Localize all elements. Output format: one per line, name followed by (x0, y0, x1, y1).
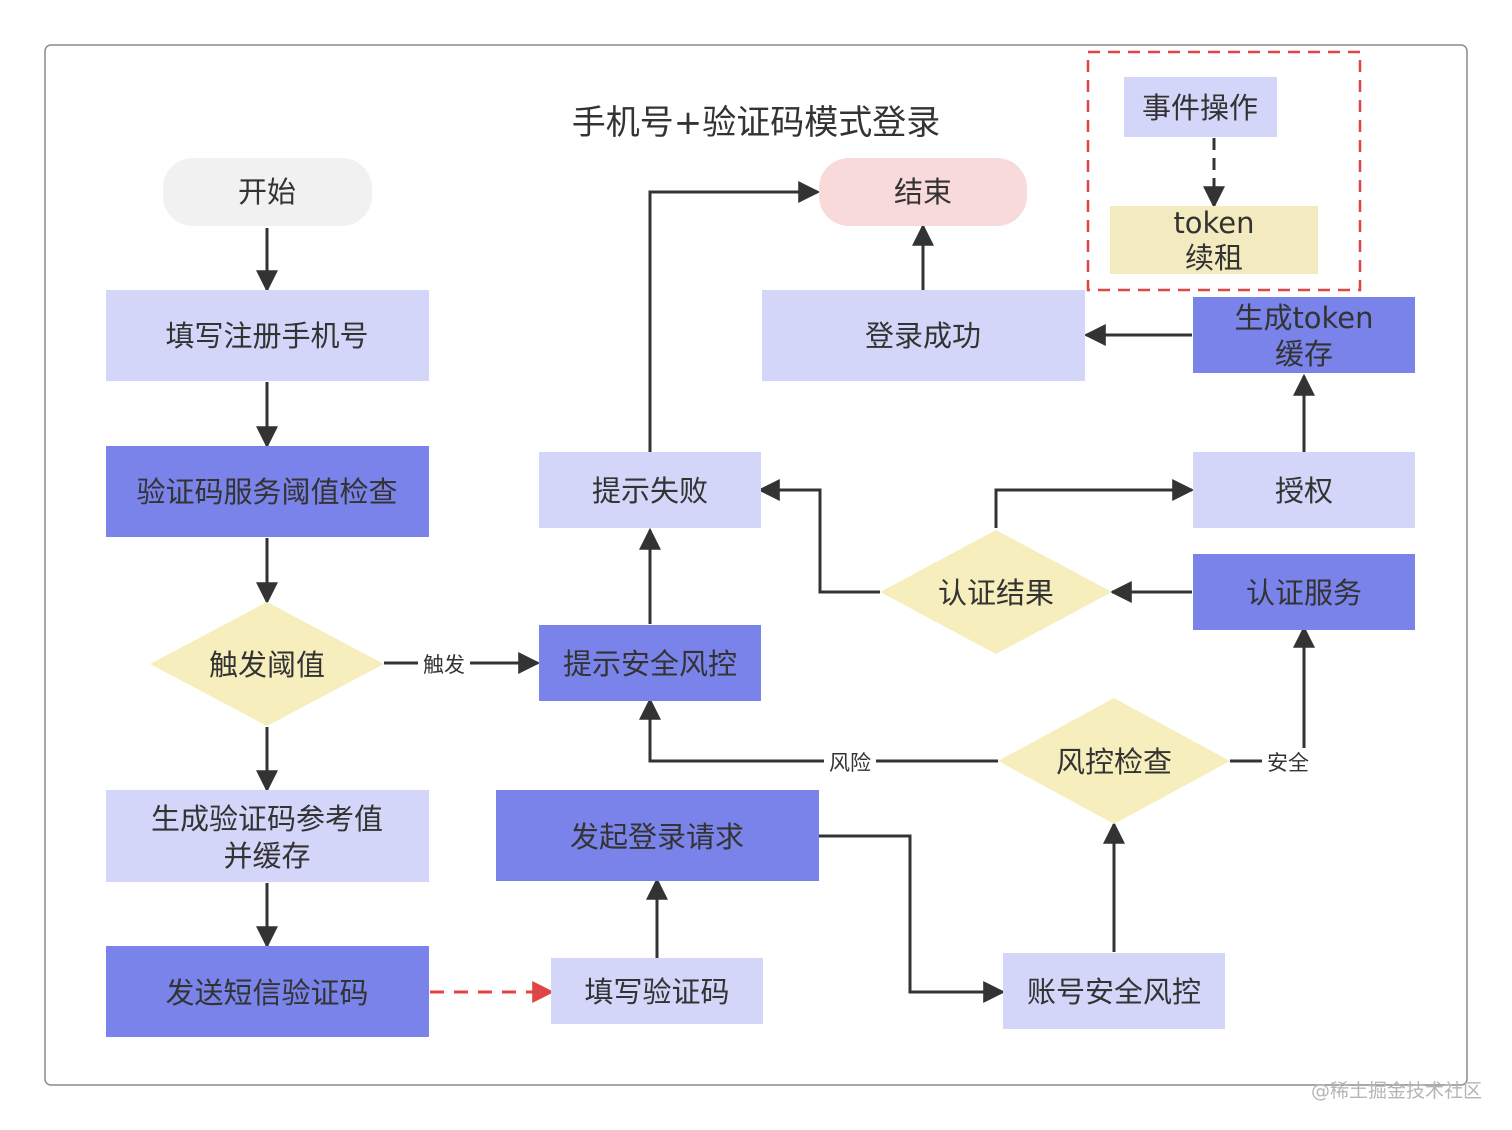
node-authorize-label: 授权 (1275, 474, 1333, 508)
node-sms-threshold-check (106, 446, 429, 537)
node-send-sms (106, 946, 429, 1037)
edge-label-trigger: 触发 (423, 653, 465, 677)
node-end-label: 结束 (894, 175, 952, 209)
node-generate-ref-line2: 并缓存 (223, 839, 310, 873)
node-start (163, 158, 372, 226)
node-start-label: 开始 (238, 175, 296, 209)
node-event-op (1124, 77, 1277, 137)
node-auth-result (880, 530, 1112, 654)
node-end (819, 158, 1027, 226)
node-prompt-fail-label: 提示失败 (592, 474, 708, 508)
node-gen-token-line1: 生成token (1234, 301, 1373, 335)
node-initiate-login-label: 发起登录请求 (570, 820, 744, 854)
node-account-risk-label: 账号安全风控 (1027, 975, 1201, 1009)
node-prompt-risk (539, 625, 761, 701)
node-initiate-login (496, 790, 819, 881)
node-fill-code (551, 958, 763, 1024)
node-gen-token (1193, 297, 1415, 373)
edge-label-bg (418, 650, 470, 678)
node-prompt-risk-label: 提示安全风控 (563, 647, 737, 681)
node-token-renew (1110, 206, 1318, 274)
node-authorize (1193, 452, 1415, 528)
node-prompt-fail (539, 452, 761, 528)
node-auth-service-label: 认证服务 (1246, 576, 1362, 610)
edge-login-account (819, 834, 1006, 1003)
edge-riskcheck-promptrisk (639, 697, 998, 763)
watermark: @稀土掘金技术社区 (1311, 1080, 1482, 1102)
node-gen-token-line2: 缓存 (1275, 337, 1333, 371)
node-trigger-threshold (150, 602, 384, 726)
node-fill-phone (106, 290, 429, 381)
node-login-success-label: 登录成功 (865, 319, 981, 353)
node-generate-ref-line1: 生成验证码参考值 (151, 802, 383, 836)
edge-promptfail-end (648, 181, 821, 452)
token-renew-highlight (1086, 50, 1362, 292)
edge-label-bg (824, 748, 876, 776)
diagram-title: 手机号+验证码模式登录 (572, 103, 941, 143)
node-generate-ref (106, 790, 429, 882)
node-account-risk (1003, 953, 1225, 1029)
node-login-success (762, 290, 1085, 381)
node-risk-check-label: 风控检查 (1056, 745, 1172, 779)
node-event-op-label: 事件操作 (1142, 91, 1258, 125)
node-send-sms-label: 发送短信验证码 (165, 976, 368, 1010)
node-auth-service (1193, 554, 1415, 630)
node-auth-result-label: 认证结果 (938, 576, 1054, 610)
node-risk-check (998, 698, 1230, 824)
edge-label-risk: 风险 (829, 751, 871, 775)
node-token-renew-line1: token (1173, 206, 1254, 240)
node-token-renew-line2: 续租 (1185, 241, 1243, 275)
node-sms-threshold-check-label: 验证码服务阈值检查 (136, 475, 397, 509)
edge-label-safe: 安全 (1267, 751, 1309, 775)
edge-authresult-promptfail (757, 479, 880, 594)
edge-label-bg (1262, 748, 1314, 776)
node-fill-phone-label: 填写注册手机号 (165, 319, 368, 353)
node-fill-code-label: 填写验证码 (584, 975, 729, 1009)
edge-authresult-authorize (994, 479, 1195, 528)
node-trigger-threshold-label: 触发阈值 (209, 648, 325, 682)
